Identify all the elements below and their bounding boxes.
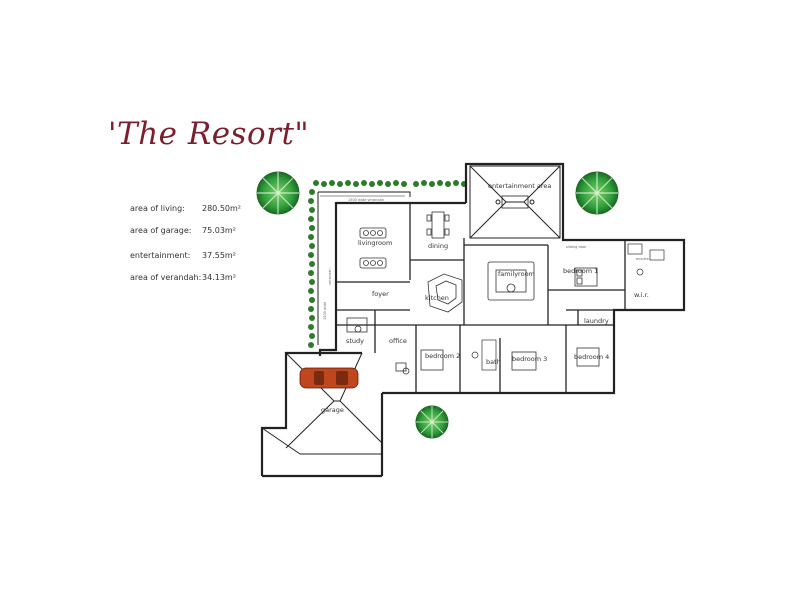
verandah-top-label: 1500 wide verandah [348, 198, 384, 202]
area-garage-value: 75.03m² [202, 226, 236, 235]
bedroom3-label: bedroom 3 [512, 355, 547, 363]
bedroom2-bed [420, 349, 444, 371]
entertainment-label: entertainment area [488, 182, 551, 190]
car-icon [299, 367, 359, 389]
livingroom-label: livingroom [358, 239, 392, 247]
area-garage-label: area of garage: [130, 226, 192, 235]
familyroom-label: familyroom [498, 270, 535, 278]
garage-label: garage [321, 406, 344, 414]
bedroom4-bed [576, 347, 600, 367]
office-label: office [389, 337, 407, 345]
area-entertainment-label: entertainment: [130, 251, 191, 260]
ensuite-fixtures [627, 243, 665, 276]
familyroom-furniture [487, 261, 535, 301]
bedroom1-bed [574, 267, 598, 287]
hedge-top [313, 180, 467, 187]
tree-left [256, 171, 300, 215]
area-living-value: 280.50m² [202, 204, 241, 213]
bedroom1-label: bedroom 1 [563, 267, 598, 275]
laundry-label: laundry [584, 317, 609, 325]
entertainment-area [469, 165, 561, 239]
ensuite-label: ensuite [636, 257, 649, 261]
area-verandah-row: area of verandah:34.13m² [130, 273, 236, 282]
study-desk [346, 317, 368, 333]
area-entertainment-row: entertainment: 37.55m² [130, 251, 236, 260]
area-verandah-label: area of verandah: [130, 273, 202, 282]
area-garage-row: area of garage: 75.03m² [130, 226, 236, 235]
kitchen-island [427, 273, 463, 313]
tree-bottom [415, 405, 449, 439]
verandah-side-label: verandah [328, 268, 332, 285]
bath-label: bath [486, 358, 501, 366]
kitchen-label: kitchen [425, 294, 449, 302]
office-desk [395, 362, 410, 375]
tree-right [575, 171, 619, 215]
bedroom3-bed [511, 351, 537, 371]
area-entertainment-value: 37.55m² [202, 251, 236, 260]
livingroom-furniture [359, 227, 387, 269]
verandah-width-label: 1500 wide [323, 302, 327, 320]
dining-table [426, 211, 450, 239]
verandah [317, 191, 411, 345]
bath-fixtures [471, 339, 497, 371]
sliding-door-label: sliding door [566, 245, 587, 249]
area-verandah-value: 34.13m² [202, 273, 236, 282]
bedroom4-label: bedroom 4 [574, 353, 609, 361]
area-living-label: area of living: [130, 204, 185, 213]
dining-label: dining [428, 242, 448, 250]
house-walls [260, 162, 686, 478]
area-living-row: area of living: 280.50m² [130, 204, 241, 213]
study-label: study [346, 337, 364, 345]
foyer-label: foyer [372, 290, 389, 298]
hedge-left [308, 189, 315, 348]
wir-label: w.i.r. [634, 291, 649, 299]
bedroom2-label: bedroom 2 [425, 352, 460, 360]
plan-title: 'The Resort" [108, 116, 310, 152]
interior-walls [336, 203, 626, 393]
